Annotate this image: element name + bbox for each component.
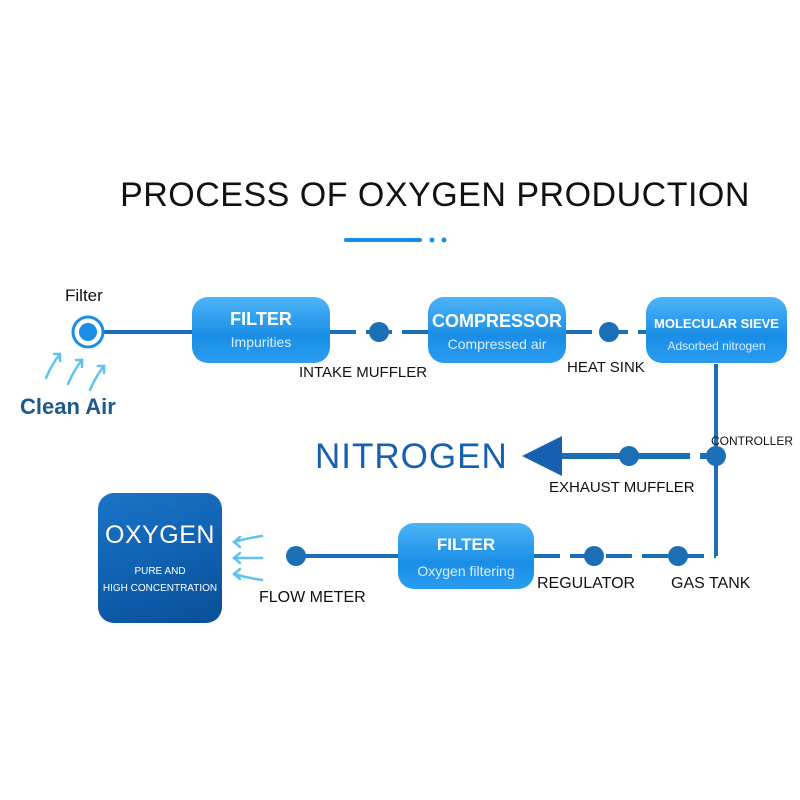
box-title: FILTER [230, 309, 292, 329]
box-title: COMPRESSOR [431, 311, 563, 331]
oxygen-line-2: HIGH CONCENTRATION [102, 583, 218, 594]
title-dot [441, 237, 447, 243]
box-subtitle: Oxygen filtering [417, 563, 515, 579]
inlet-dot [79, 323, 97, 341]
oxygen-outflow-arrows-icon [232, 534, 264, 582]
node-gas-tank [668, 546, 688, 566]
box-title: MOLECULAR SIEVE [654, 316, 779, 331]
title-dot [429, 237, 435, 243]
node-heat-sink [599, 322, 619, 342]
node-regulator [584, 546, 604, 566]
nitrogen-arrow-head [522, 436, 562, 476]
molecular-sieve-box: MOLECULAR SIEVE Adsorbed nitrogen [646, 297, 787, 363]
oxygen-box: OXYGEN PURE AND HIGH CONCENTRATION [98, 493, 222, 623]
intake-muffler-label: INTAKE MUFFLER [299, 364, 428, 381]
box-subtitle: Adsorbed nitrogen [667, 339, 766, 353]
box-title: FILTER [436, 535, 496, 554]
filter-box-2: FILTER Oxygen filtering [398, 523, 534, 589]
oxygen-title: OXYGEN [105, 521, 215, 549]
title-underline [344, 238, 422, 242]
compressor-box: COMPRESSOR Compressed air [428, 297, 566, 363]
oxygen-line-1: PURE AND [134, 566, 186, 577]
exhaust-muffler-label: EXHAUST MUFFLER [549, 479, 695, 496]
flow-meter-label: FLOW METER [259, 589, 366, 606]
node-intake-muffler [369, 322, 389, 342]
node-flow-meter [286, 546, 306, 566]
inlet-filter-label: Filter [65, 286, 103, 305]
box-subtitle: Impurities [230, 334, 292, 350]
page-title: PROCESS OF OXYGEN PRODUCTION [120, 176, 750, 214]
controller-label: CONTROLLER [711, 434, 794, 448]
gas-tank-label: GAS TANK [671, 575, 751, 592]
filter-box-1: FILTER Impurities [192, 297, 330, 363]
nitrogen-label: NITROGEN [315, 437, 508, 476]
regulator-label: REGULATOR [537, 575, 636, 592]
clean-air-label: Clean Air [20, 394, 116, 419]
heat-sink-label: HEAT SINK [567, 359, 645, 376]
clean-air-arrows-icon [44, 352, 106, 392]
box-subtitle: Compressed air [447, 336, 547, 352]
node-controller [706, 446, 726, 466]
node-exhaust-muffler [619, 446, 639, 466]
